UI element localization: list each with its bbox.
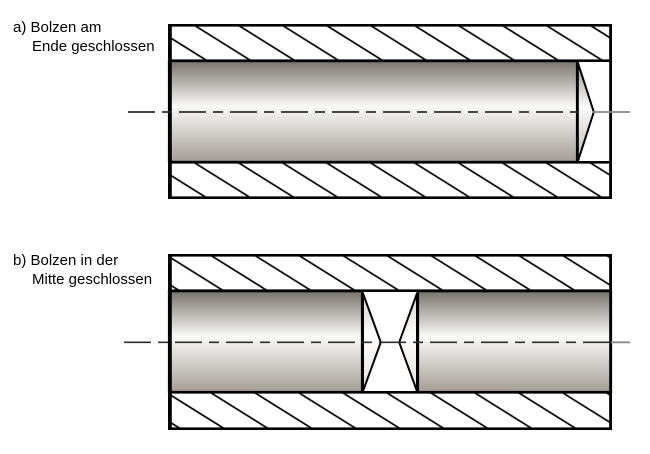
figure-a-drawing [128, 23, 630, 200]
housing-bottom-wall-b [168, 390, 612, 430]
bolt-cone-tip-a [576, 61, 595, 163]
housing-top-wall-a [168, 23, 612, 63]
housing-bottom-wall-a [168, 161, 612, 200]
figure-b-drawing [124, 254, 630, 430]
figure-a-label-line1: a) Bolzen am [13, 19, 102, 36]
housing-top-wall-b [168, 254, 612, 293]
figure-b-label-line2: Mitte geschlossen [32, 271, 153, 288]
figure-a-label-line2: Ende geschlossen [32, 38, 155, 55]
figure-b-label: b) Bolzen in der Mitte geschlossen [13, 251, 152, 289]
figure-b-label-line1: b) Bolzen in der [13, 252, 119, 269]
figure-a-label: a) Bolzen am Ende geschlossen [13, 18, 155, 56]
